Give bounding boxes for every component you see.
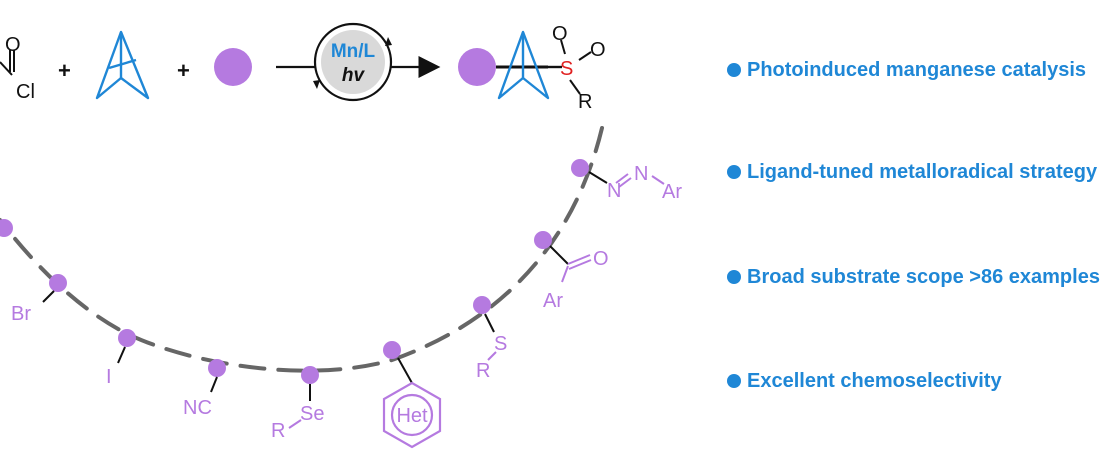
bullet-dot-icon [727, 270, 741, 284]
substituent-nitrile: NC [183, 359, 226, 419]
seleno-selenium: Se [300, 403, 324, 425]
thio-r-group: R [476, 360, 490, 382]
reagent-chlorine: Cl [16, 81, 35, 103]
substituent-seleno: Se R [271, 366, 324, 442]
acyl-aryl: Ar [543, 290, 563, 312]
bicyclobutane-reagent [95, 30, 150, 100]
radical-partner-ball [214, 48, 252, 86]
bullet-dot-icon [727, 374, 741, 388]
substituent-bromide: Br [11, 274, 67, 325]
substituent-thio: S R [473, 296, 507, 382]
seleno-r-group: R [271, 420, 285, 442]
nitrile-label: NC [183, 397, 212, 419]
highlight-item-1: Photoinduced manganese catalysis [727, 58, 1086, 82]
reagent-oxygen: O [5, 34, 21, 56]
acyl-oxygen: O [593, 248, 609, 270]
product: S O O R [458, 23, 606, 113]
product-r-group: R [578, 91, 592, 113]
azo-aryl: Ar [662, 181, 682, 203]
azo-nitrogen-2: N [634, 163, 648, 185]
heteroaryl-label: Het [396, 405, 428, 427]
bullet-dot-icon [727, 165, 741, 179]
highlight-item-4: Excellent chemoselectivity [727, 369, 1002, 393]
catalyst-label: Mn/L [331, 41, 376, 62]
light-label: hv [342, 65, 366, 86]
highlight-item-2: Ligand-tuned metalloradical strategy [727, 160, 1097, 184]
sulfonyl-chloride-reagent: O Cl [0, 34, 35, 103]
substituent-iodide: I [106, 329, 136, 388]
sulfonyl-oxygen-1: O [552, 23, 568, 45]
bromide-label: Br [11, 303, 31, 325]
highlight-item-3: Broad substrate scope >86 examples [727, 265, 1100, 289]
catalytic-cycle: Mn/L hv [313, 22, 393, 102]
sulfonyl-oxygen-2: O [590, 39, 606, 61]
thio-sulfur: S [494, 333, 507, 355]
plus-sign-2: + [177, 58, 190, 83]
substituent-cropped-ball [0, 219, 13, 237]
scope-arc [0, 126, 604, 373]
substituent-azo: N N Ar [571, 159, 682, 203]
highlights-list: Photoinduced manganese catalysis Ligand-… [727, 0, 1100, 459]
sulfur-atom: S [560, 58, 573, 80]
bullet-dot-icon [727, 63, 741, 77]
substituent-acyl: O Ar [534, 231, 609, 312]
substituent-heteroaryl: Het [382, 341, 442, 449]
plus-sign-1: + [58, 58, 71, 83]
iodide-label: I [106, 366, 112, 388]
azo-nitrogen-1: N [607, 180, 621, 202]
